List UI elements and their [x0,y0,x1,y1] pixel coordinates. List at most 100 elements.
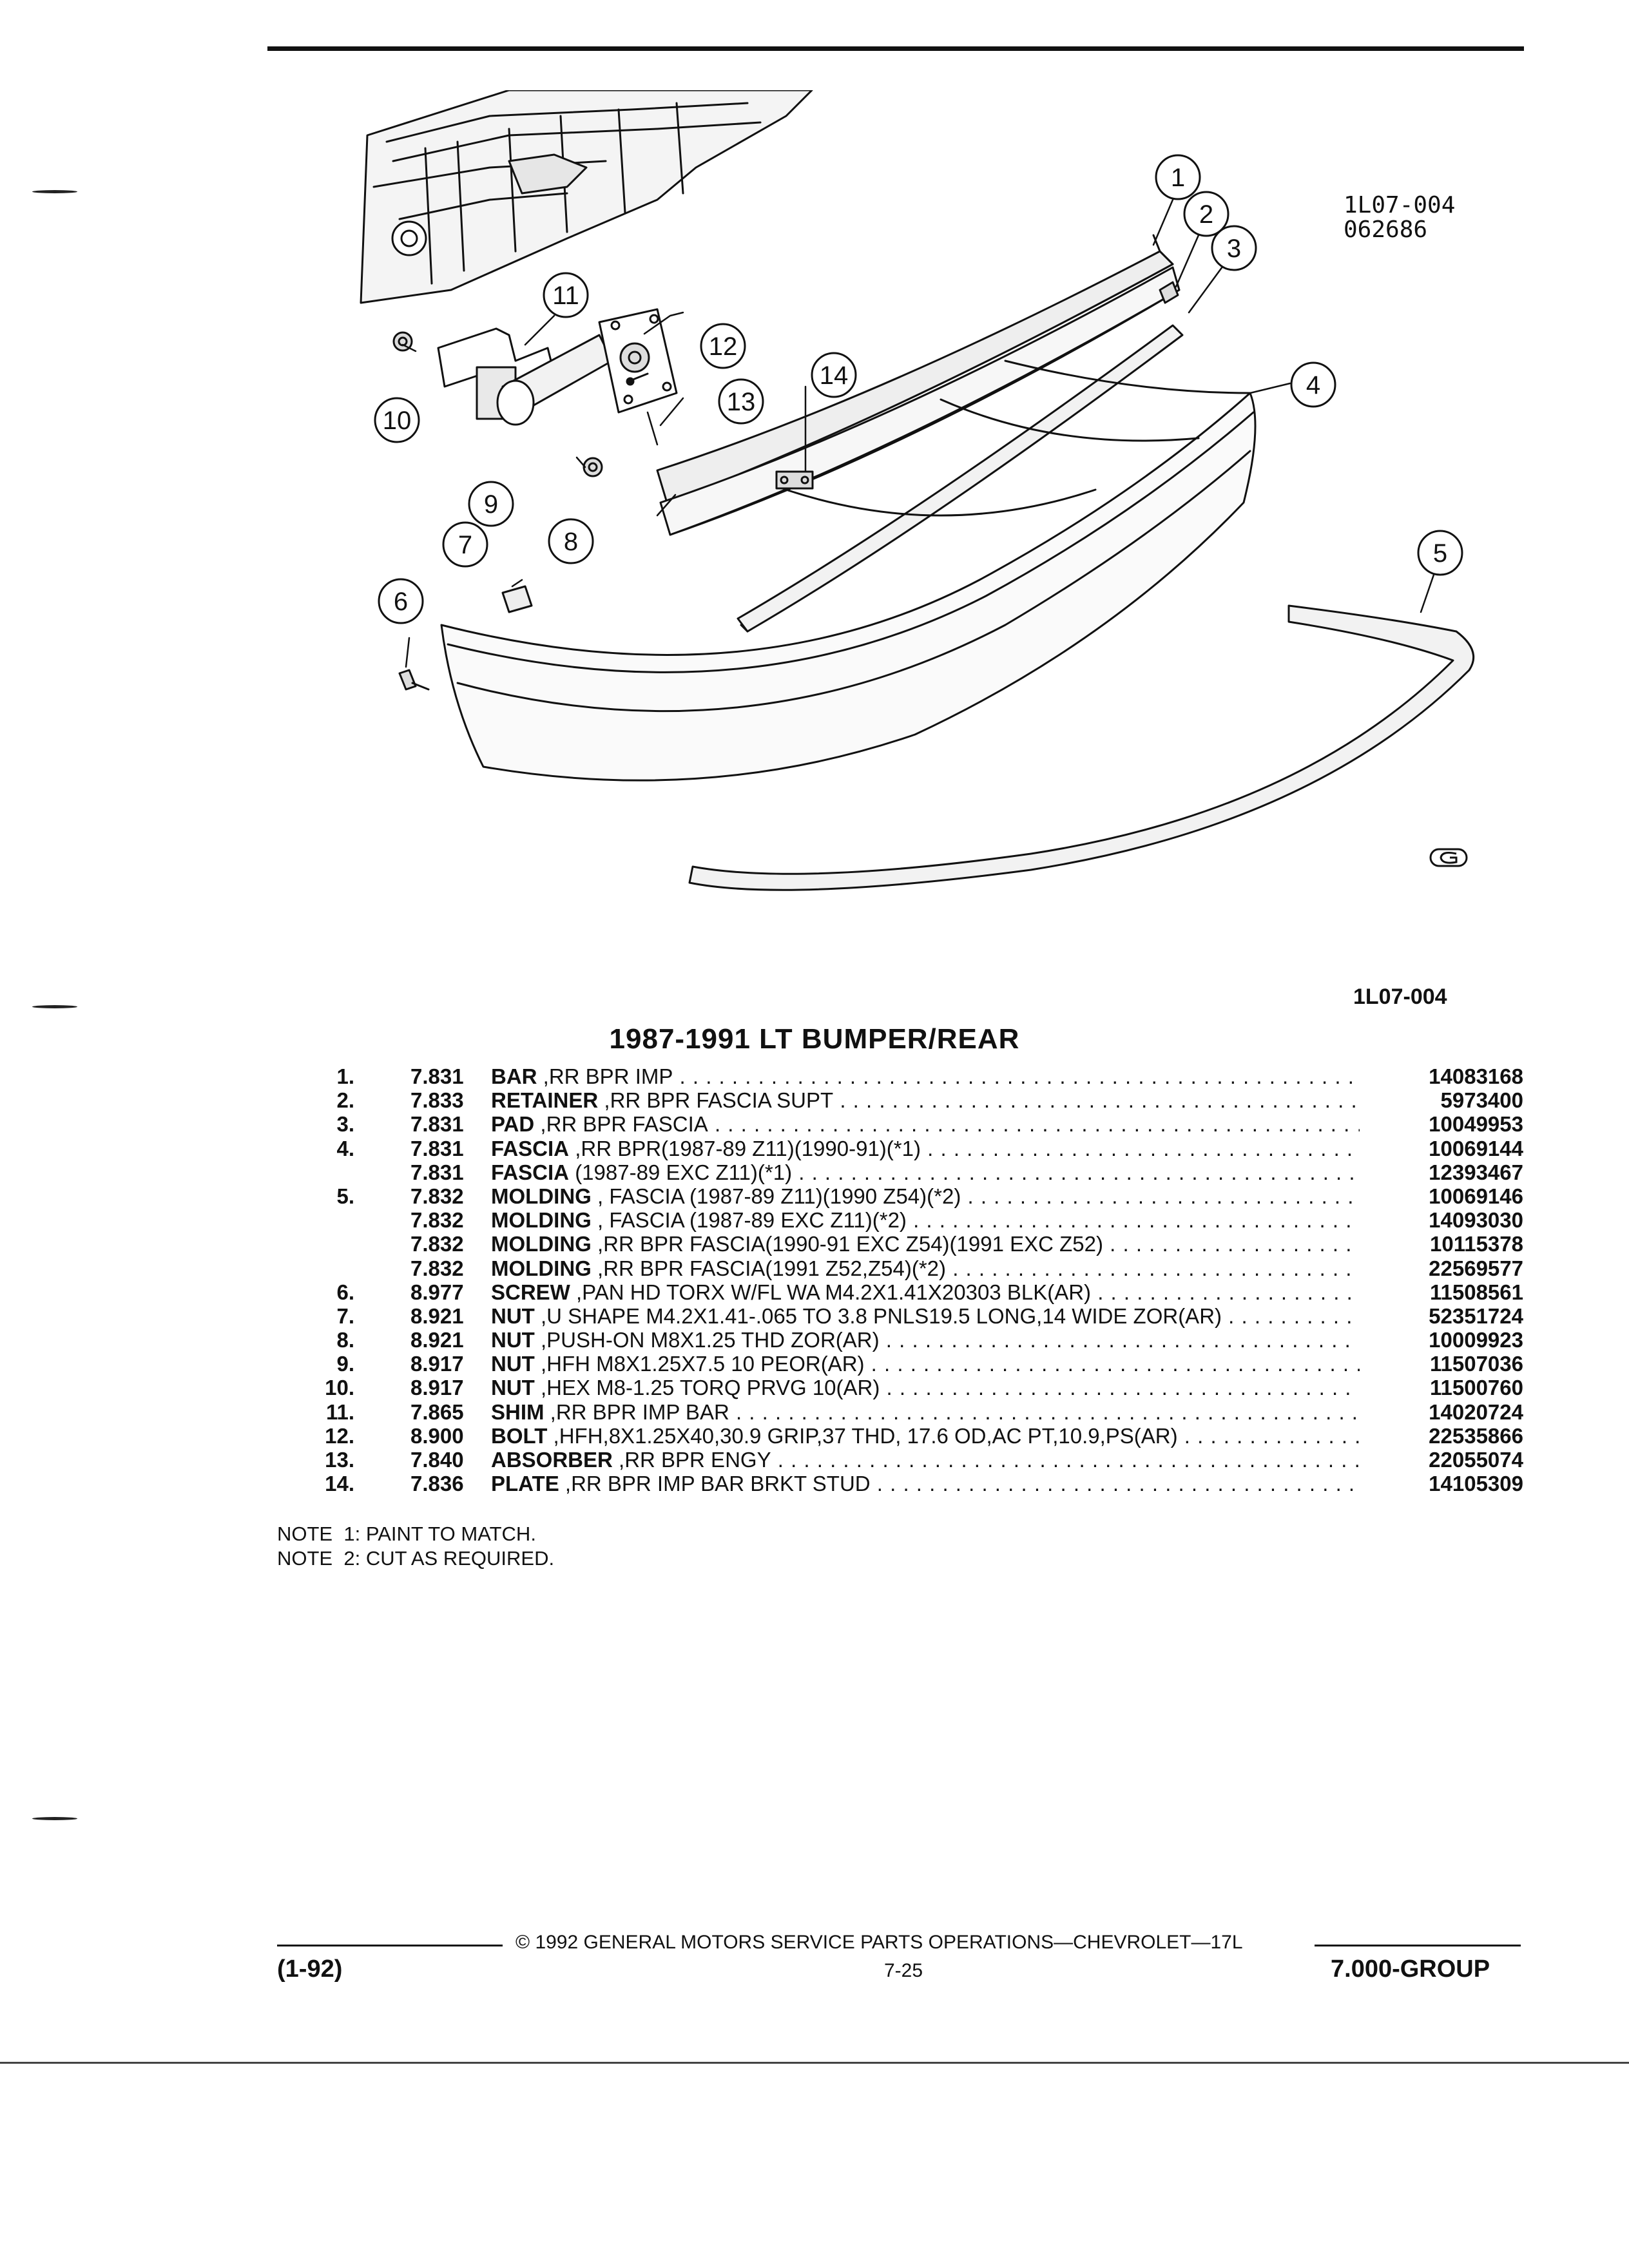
part-number: 10049953 [1429,1112,1523,1137]
part-number: 11500760 [1429,1376,1523,1400]
item-number: 14. [325,1472,354,1496]
callout-8: 8 [564,528,578,556]
callout-labels: 1 2 3 4 5 6 7 8 9 10 11 12 13 14 [383,164,1447,616]
part-name: SHIM [491,1399,545,1424]
part-description: PLATE ,RR BPR IMP BAR BRKT STUD [491,1472,1360,1495]
leader-dots [880,1376,1360,1399]
notes: NOTE 1: PAINT TO MATCH. NOTE 2: CUT AS R… [277,1522,554,1571]
part-detail: ,RR BPR FASCIA SUPT [604,1088,834,1113]
energy-absorber [476,308,678,426]
part-detail: ,RR BPR FASCIA [540,1112,708,1137]
part-number: 10069144 [1429,1136,1523,1160]
part-name: RETAINER [491,1088,599,1113]
table-row: 7.832 MOLDING ,RR BPR FASCIA(1990-91 EXC … [303,1232,1527,1256]
note-1: NOTE 1: PAINT TO MATCH. [277,1522,554,1546]
gm-logo-icon [1429,848,1468,867]
part-name: PLATE [491,1472,559,1496]
item-number: 1. [336,1064,354,1088]
item-number: 3. [336,1112,354,1137]
item-number: 9. [336,1352,354,1376]
part-description: MOLDING ,RR BPR FASCIA(1990-91 EXC Z54)(… [491,1232,1360,1256]
item-number: 5. [336,1184,354,1208]
figure-id-line2: 062686 [1344,216,1428,243]
group-number: 7.836 [410,1472,464,1496]
callout-4: 4 [1306,371,1320,399]
group-number: 8.921 [410,1328,464,1352]
part-name: MOLDING [491,1256,592,1280]
group-number: 8.917 [410,1376,464,1400]
leader-dots [946,1256,1360,1280]
group-number: 7.832 [410,1256,464,1280]
part-number: 10009923 [1429,1328,1523,1352]
part-description: FASCIA (1987-89 EXC Z11)(*1) [491,1160,1360,1184]
vehicle-body-section [360,90,813,304]
leader-dots [771,1448,1360,1472]
bottom-rule [0,2062,1629,2064]
part-detail: ,U SHAPE M4.2X1.41-.065 TO 3.8 PNLS19.5 … [541,1303,1222,1328]
leader-dots [1222,1304,1360,1328]
group-number: 8.900 [410,1423,464,1448]
leader-dots [792,1160,1360,1184]
part-detail: ,RR BPR FASCIA(1990-91 EXC Z54)(1991 EXC… [597,1232,1103,1256]
part-name: SCREW [491,1280,570,1304]
callout-6: 6 [394,588,408,616]
page-title: 1987-1991 LT BUMPER/REAR [609,1023,1020,1055]
part-description: SCREW ,PAN HD TORX W/FL WA M4.2X1.41X203… [491,1280,1360,1304]
exploded-parts-diagram: 1 2 3 4 5 6 7 8 9 10 11 12 13 14 [360,90,1475,891]
fascia-pad [737,324,1184,633]
nut-hfh [583,457,603,477]
part-number: 10115378 [1429,1232,1523,1256]
figure-id: 1L07-004 062686 [1344,193,1455,242]
fascia-retainer [1159,281,1179,304]
footer-rule-left [277,1945,503,1946]
group-number: 7.832 [410,1232,464,1256]
leader-dots [1178,1424,1360,1448]
table-row: 14. 7.836 PLATE ,RR BPR IMP BAR BRKT STUD 1… [303,1472,1527,1495]
group-number: 8.921 [410,1303,464,1328]
part-description: FASCIA ,RR BPR(1987-89 Z11)(1990-91)(*1) [491,1137,1360,1160]
group-number: 7.831 [410,1160,464,1184]
callout-3: 3 [1227,235,1241,263]
part-name: NUT [491,1376,535,1400]
part-number: 12393467 [1429,1160,1523,1184]
callout-5: 5 [1433,539,1447,568]
leader-dots [907,1208,1360,1232]
part-detail: ,RR BPR(1987-89 Z11)(1990-91)(*1) [575,1136,921,1160]
part-number: 10069146 [1429,1184,1523,1208]
part-name: MOLDING [491,1184,592,1208]
group-number: 7.831 [410,1064,464,1088]
group-number: 7.833 [410,1088,464,1113]
part-number: 14093030 [1429,1208,1523,1233]
callout-9: 9 [484,490,498,519]
u-shape-nut [501,585,533,613]
item-number: 13. [325,1448,354,1472]
part-detail: ,PAN HD TORX W/FL WA M4.2X1.41X20303 BLK… [576,1280,1092,1304]
part-number: 14105309 [1429,1472,1523,1496]
part-description: NUT ,U SHAPE M4.2X1.41-.065 TO 3.8 PNLS1… [491,1304,1360,1328]
callout-circles [374,154,1463,624]
table-row: 7.831 FASCIA (1987-89 EXC Z11)(*1) 1239346… [303,1160,1527,1184]
callout-14: 14 [820,361,849,390]
bracket-stud-plate [775,470,814,490]
leader-dots [1091,1280,1360,1304]
part-description: ABSORBER ,RR BPR ENGY [491,1448,1360,1472]
part-number: 52351724 [1429,1303,1523,1328]
figure-reference: 1L07-004 [1353,985,1447,1009]
part-description: SHIM ,RR BPR IMP BAR [491,1400,1360,1424]
group-number: 7.831 [410,1136,464,1160]
note-text: PAINT TO MATCH. [365,1523,536,1545]
callout-13: 13 [727,388,756,416]
part-description: RETAINER ,RR BPR FASCIA SUPT [491,1088,1360,1112]
part-detail: ,RR BPR IMP [543,1064,673,1088]
part-name: MOLDING [491,1208,592,1233]
part-detail: ,PUSH-ON M8X1.25 THD ZOR(AR) [541,1328,880,1352]
part-name: BAR [491,1064,537,1088]
item-number: 6. [336,1280,354,1304]
